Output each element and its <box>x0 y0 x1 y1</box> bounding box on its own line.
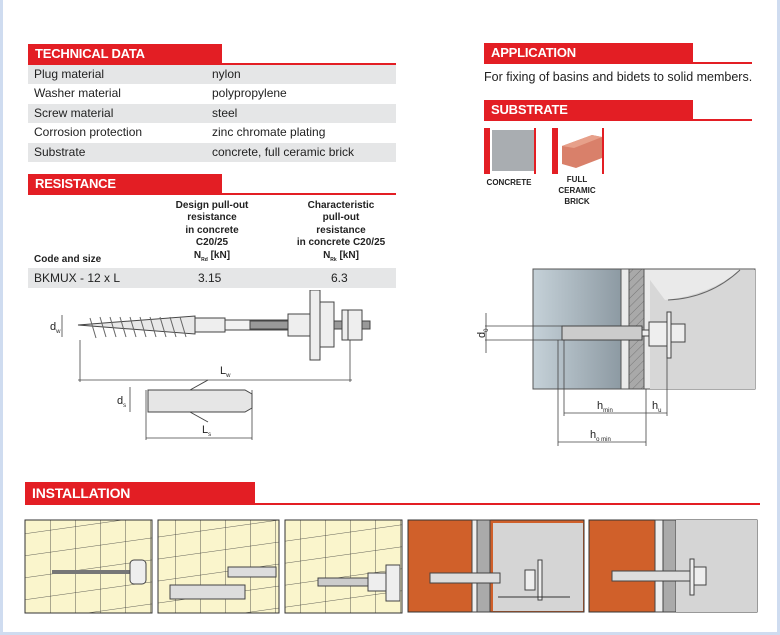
installation-header: INSTALLATION <box>25 482 760 505</box>
plug-diameter-label: ds <box>117 395 126 409</box>
section-title: RESISTANCE <box>28 174 222 194</box>
step-2-insert-plug <box>157 519 280 614</box>
row-label: Plug material <box>34 67 105 81</box>
section-title: INSTALLATION <box>25 482 255 504</box>
installation-steps <box>24 519 758 614</box>
row-label: Corrosion protection <box>34 125 143 140</box>
table-row: Screw material steel <box>28 103 396 124</box>
section-title: APPLICATION <box>484 43 693 63</box>
application-text: For fixing of basins and bidets to solid… <box>484 70 753 84</box>
h-min-label: hmin <box>597 400 613 414</box>
screw-diameter-label: dw <box>50 321 61 335</box>
row-value: nylon <box>212 67 241 81</box>
row-label: Washer material <box>34 86 121 101</box>
screw-length-label: Lw <box>220 365 231 379</box>
table-row: Washer material polypropylene <box>28 84 396 103</box>
col-header-code: Code and size <box>34 253 102 265</box>
code-cell: BKMUX - 12 x L <box>34 271 121 285</box>
step-3-screw-in <box>284 519 403 614</box>
step-4-fit-fixture <box>407 519 585 613</box>
concrete-image <box>492 130 535 171</box>
row-value: zinc chromate plating <box>212 125 326 140</box>
technical-data-header: TECHNICAL DATA <box>28 44 396 65</box>
concrete-marker <box>484 128 490 174</box>
step-5-tighten <box>588 519 758 613</box>
substrate-header: SUBSTRATE <box>484 100 752 121</box>
plug-length-label: Ls <box>202 424 211 438</box>
row-label: Substrate <box>34 144 86 159</box>
substrate-images <box>484 128 604 174</box>
characteristic-cell: 6.3 <box>331 271 348 285</box>
table-row: BKMUX - 12 x L 3.15 6.3 <box>28 268 396 288</box>
table-row: Substrate concrete, full ceramic brick <box>28 142 396 162</box>
substrate-label-concrete: CONCRETE <box>486 178 532 187</box>
step-1-drill <box>24 519 153 614</box>
installed-section-drawing: d0 hmin hu ho min <box>476 268 756 446</box>
row-value: concrete, full ceramic brick <box>212 144 355 159</box>
hole-diameter-label: d0 <box>476 328 490 338</box>
h-o-min-label: ho min <box>590 429 611 443</box>
section-title: TECHNICAL DATA <box>28 44 222 64</box>
section-title: SUBSTRATE <box>484 100 693 120</box>
row-label: Screw material <box>34 105 114 120</box>
resistance-header: RESISTANCE <box>28 174 396 195</box>
row-value: polypropylene <box>212 86 287 101</box>
table-row: Corrosion protection zinc chromate platin… <box>28 123 396 142</box>
brick-marker <box>552 128 558 174</box>
technical-data-table: Plug material nylon Washer material polypr… <box>28 65 396 162</box>
application-header: APPLICATION <box>484 43 752 64</box>
design-cell: 3.15 <box>198 271 222 285</box>
h-u-label: hu <box>652 400 661 414</box>
row-value: steel <box>212 105 238 120</box>
table-row: Plug material nylon <box>28 65 396 85</box>
screw-plug-drawing: dw Lw ds Ls <box>50 290 371 440</box>
